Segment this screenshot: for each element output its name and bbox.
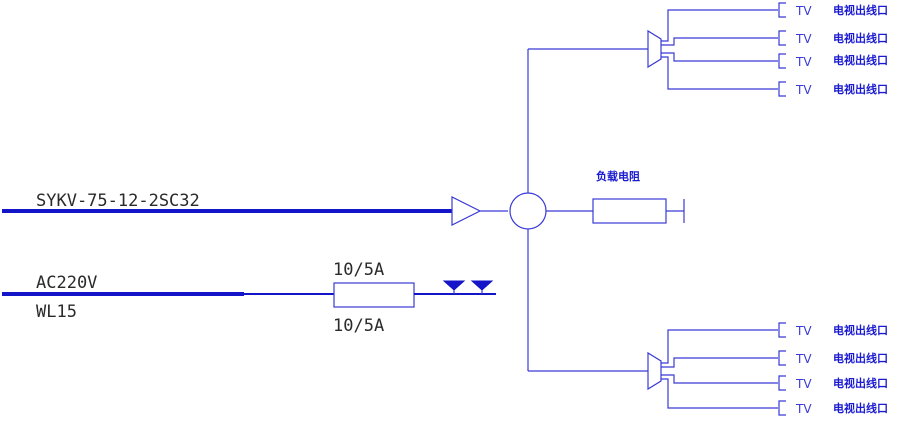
tv-outlet: TV 电视出线口 — [778, 375, 888, 391]
tv-outlet-desc: 电视出线口 — [833, 3, 888, 17]
splitter — [509, 49, 593, 371]
tv-outlet-icon — [778, 350, 786, 366]
amplifier-icon — [451, 196, 482, 226]
socket-icon — [470, 280, 494, 291]
upper-branch-3 — [661, 52, 778, 62]
upper-branch-1 — [661, 9, 778, 42]
upper-tap — [528, 9, 778, 90]
tv-outlet-desc: 电视出线口 — [833, 31, 888, 45]
tv-outlet-tv-label: TV — [795, 377, 812, 391]
breaker-bottom-label: 10/5A — [333, 316, 384, 336]
tv-outlet-desc: 电视出线口 — [833, 323, 888, 337]
tv-outlet-icon — [778, 322, 786, 338]
tv-outlet: TV 电视出线口 — [778, 2, 888, 18]
amplifier — [451, 196, 508, 226]
load-resistor-icon — [592, 198, 667, 224]
lower-branch-2 — [661, 357, 778, 368]
load-resistor-label: 负载电阻 — [596, 169, 640, 183]
power-label-ac: AC220V — [36, 273, 97, 293]
splitter-icon — [509, 192, 547, 230]
tv-outlet-icon — [778, 81, 786, 97]
tv-outlet-desc: 电视出线口 — [833, 401, 888, 415]
upper-tap-icon — [647, 29, 662, 69]
socket-icon — [442, 280, 466, 291]
lower-branch-1 — [661, 329, 778, 364]
tv-outlet: TV 电视出线口 — [778, 81, 888, 97]
tv-outlet-icon — [778, 2, 786, 18]
upper-branch-4 — [661, 56, 778, 90]
lower-branch-3 — [661, 374, 778, 384]
tv-outlet: TV 电视出线口 — [778, 350, 888, 366]
power-label-wl: WL15 — [36, 302, 77, 322]
tv-outlet-desc: 电视出线口 — [833, 376, 888, 390]
lower-tap — [528, 329, 778, 409]
tv-outlet-icon — [778, 30, 786, 46]
tv-outlet: TV 电视出线口 — [778, 400, 888, 416]
power-line: AC220V WL15 10/5A 10/5A — [2, 260, 496, 336]
tv-outlet-icon — [778, 375, 786, 391]
tv-outlet-desc: 电视出线口 — [833, 53, 888, 67]
tv-outlet: TV 电视出线口 — [778, 53, 888, 69]
tv-outlet-tv-label: TV — [795, 324, 812, 338]
tv-outlet-tv-label: TV — [795, 55, 812, 69]
tv-outlet-desc: 电视出线口 — [833, 82, 888, 96]
tv-outlet-desc: 电视出线口 — [833, 351, 888, 365]
lower-tap-icon — [647, 351, 662, 391]
tv-outlet: TV 电视出线口 — [778, 30, 888, 46]
tv-outlet-tv-label: TV — [795, 4, 812, 18]
load-resistor: 负载电阻 — [592, 169, 685, 224]
breaker-icon — [333, 282, 415, 308]
tv-outlet-tv-label: TV — [795, 83, 812, 97]
tv-outlet-tv-label: TV — [795, 352, 812, 366]
tv-outlet: TV 电视出线口 — [778, 322, 888, 338]
sockets — [442, 280, 494, 294]
tv-outlet-icon — [778, 53, 786, 69]
upper-branch-2 — [661, 37, 778, 46]
lower-branch-4 — [661, 378, 778, 409]
coax-trunk: SYKV-75-12-2SC32 — [2, 191, 452, 213]
coax-cable-label: SYKV-75-12-2SC32 — [36, 191, 200, 211]
breaker-top-label: 10/5A — [333, 260, 384, 280]
tv-outlet-tv-label: TV — [795, 32, 812, 46]
tv-outlet-icon — [778, 400, 786, 416]
tv-outlet-tv-label: TV — [795, 402, 812, 416]
